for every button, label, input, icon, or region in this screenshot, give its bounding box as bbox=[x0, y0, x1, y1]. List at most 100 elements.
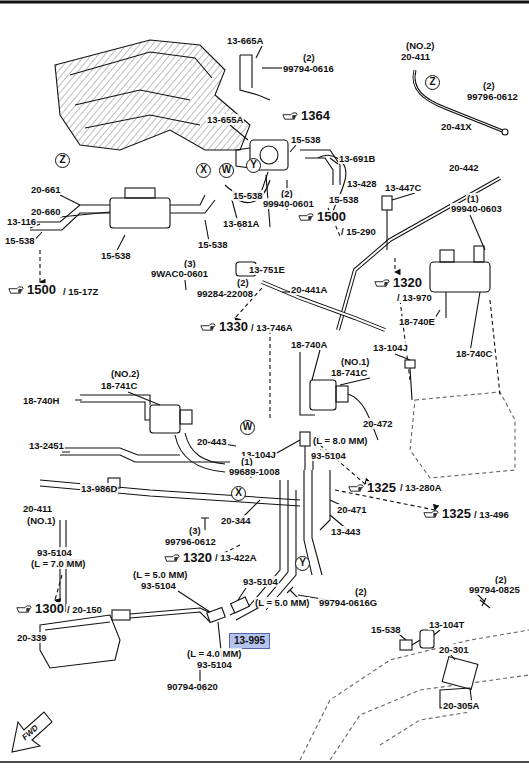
callout-number: 15-538 bbox=[290, 134, 322, 145]
callout-number: 18-741C bbox=[330, 367, 368, 378]
group-reference: 1330 bbox=[218, 320, 249, 334]
callout-number: 18-740C bbox=[455, 348, 493, 359]
callout-number: 20-661 bbox=[30, 184, 62, 195]
callout-number: 9WAC0-0601 bbox=[150, 268, 209, 279]
connection-letter: Y bbox=[299, 557, 306, 568]
connection-circle: W bbox=[219, 163, 234, 178]
callout-number: 13-116 bbox=[6, 216, 37, 227]
callout-number: (NO.1) bbox=[26, 515, 57, 526]
callout-number: 13-751E bbox=[248, 264, 286, 275]
callout-number: 20-471 bbox=[336, 504, 368, 515]
connection-circle: X bbox=[196, 163, 211, 178]
group-reference: 1500 bbox=[26, 283, 57, 297]
connection-circle: Y bbox=[295, 556, 310, 571]
callout-number: 99794-0825 bbox=[468, 584, 521, 595]
callout-number: (2) bbox=[354, 586, 368, 597]
callout-number: / 13-496 bbox=[473, 509, 510, 520]
callout-number: 15-538 bbox=[328, 194, 360, 205]
callout-number: 99689-1008 bbox=[228, 466, 281, 477]
callout-number: 13-655A bbox=[206, 114, 244, 125]
callout-number: 20-411 bbox=[22, 503, 53, 514]
connection-letter: X bbox=[235, 487, 242, 498]
callout-number: 99796-0612 bbox=[466, 91, 519, 102]
callout-number: 13-104T bbox=[428, 619, 465, 630]
callout-number: 90794-0620 bbox=[166, 681, 219, 692]
callout-number: 20-339 bbox=[16, 632, 48, 643]
callout-number: (NO.1) bbox=[340, 356, 371, 367]
callout-number: 13-447C bbox=[384, 182, 422, 193]
connection-letter: Z bbox=[429, 76, 435, 87]
callout-number: 20-301 bbox=[438, 644, 470, 655]
callout-number: 18-740A bbox=[290, 339, 328, 350]
callout-number: 13-443 bbox=[330, 526, 362, 537]
callout-number: 20-443 bbox=[196, 436, 228, 447]
callout-number: 20-442 bbox=[448, 162, 480, 173]
callout-number: 13-2451 bbox=[28, 440, 65, 451]
callout-number: / 15-290 bbox=[340, 226, 377, 237]
callout-number: 13-986D bbox=[80, 483, 118, 494]
callout-number: (2) bbox=[236, 277, 250, 288]
callout-number: 99794-0616G bbox=[318, 597, 378, 608]
callout-number: 18-740E bbox=[398, 316, 436, 327]
callout-number: 99794-0616 bbox=[282, 63, 335, 74]
connection-circle: Z bbox=[55, 153, 70, 168]
callout-number: (3) bbox=[188, 525, 202, 536]
group-reference: 1500 bbox=[316, 210, 347, 224]
callout-number: 20-472 bbox=[362, 418, 394, 429]
callout-number: (L = 4.0 MM) bbox=[186, 648, 242, 659]
callout-number: 15-538 bbox=[197, 239, 229, 250]
callout-number: / 20-150 bbox=[66, 604, 103, 615]
callout-number: (NO.2) bbox=[405, 40, 436, 51]
connection-letter: Y bbox=[250, 159, 257, 170]
callout-number: (L = 8.0 MM) bbox=[312, 435, 368, 446]
callout-number: 93-5104 bbox=[140, 580, 177, 591]
callout-number: / 13-746A bbox=[250, 322, 294, 333]
group-reference: 1325 bbox=[441, 507, 472, 521]
callout-number: 20-441A bbox=[290, 284, 328, 295]
callout-number: 13-665A bbox=[226, 35, 264, 46]
group-reference: 1364 bbox=[300, 109, 331, 123]
callout-number: (2) bbox=[302, 52, 316, 63]
callout-number: 99940-0603 bbox=[450, 203, 503, 214]
connection-letter: Z bbox=[59, 154, 65, 165]
connection-circle: Y bbox=[246, 158, 261, 173]
connection-letter: X bbox=[200, 164, 207, 175]
callout-number: / 13-970 bbox=[396, 292, 433, 303]
callout-number: 93-5104 bbox=[310, 450, 347, 461]
callout-number: 15-538 bbox=[232, 190, 264, 201]
connection-letter: W bbox=[222, 164, 231, 175]
connection-circle: X bbox=[231, 486, 246, 501]
callout-number: 13-428 bbox=[346, 178, 378, 189]
callout-number: 20-305A bbox=[442, 700, 480, 711]
callout-number: 18-740H bbox=[22, 395, 60, 406]
callout-number: 99796-0612 bbox=[164, 536, 217, 547]
callout-number: (L = 5.0 MM) bbox=[132, 569, 188, 580]
callout-number: 15-538 bbox=[100, 250, 132, 261]
connection-letter: W bbox=[243, 421, 252, 432]
callout-number: 93-5104 bbox=[242, 576, 279, 587]
group-reference: 1325 bbox=[366, 481, 397, 495]
callout-number: (L = 5.0 MM) bbox=[254, 597, 310, 608]
callout-number: 15-538 bbox=[370, 624, 402, 635]
connection-circle: Z bbox=[425, 75, 440, 90]
callout-number: / 15-17Z bbox=[62, 286, 99, 297]
highlighted-part-number: 13-995 bbox=[229, 633, 270, 649]
callout-number: (NO.2) bbox=[110, 368, 141, 379]
callout-number: 20-344 bbox=[220, 515, 252, 526]
callout-number: 20-41X bbox=[440, 121, 473, 132]
callout-number: 93-5104 bbox=[36, 547, 73, 558]
callout-number: 15-538 bbox=[4, 235, 36, 246]
callout-number: 13-104J bbox=[372, 342, 409, 353]
callout-number: 13-691B bbox=[338, 153, 376, 164]
callout-number: 20-411 bbox=[400, 51, 431, 62]
group-reference: 1320 bbox=[182, 551, 213, 565]
part-number: 13-995 bbox=[234, 635, 265, 646]
callout-number: 18-741C bbox=[100, 380, 138, 391]
group-reference: 1300 bbox=[34, 602, 65, 616]
callout-number: / 13-280A bbox=[399, 482, 443, 493]
callout-number: / 13-422A bbox=[214, 552, 258, 563]
callout-number: 99940-0601 bbox=[262, 198, 315, 209]
callout-number: 13-681A bbox=[222, 218, 260, 229]
callout-number: 99284-22008 bbox=[196, 288, 254, 299]
